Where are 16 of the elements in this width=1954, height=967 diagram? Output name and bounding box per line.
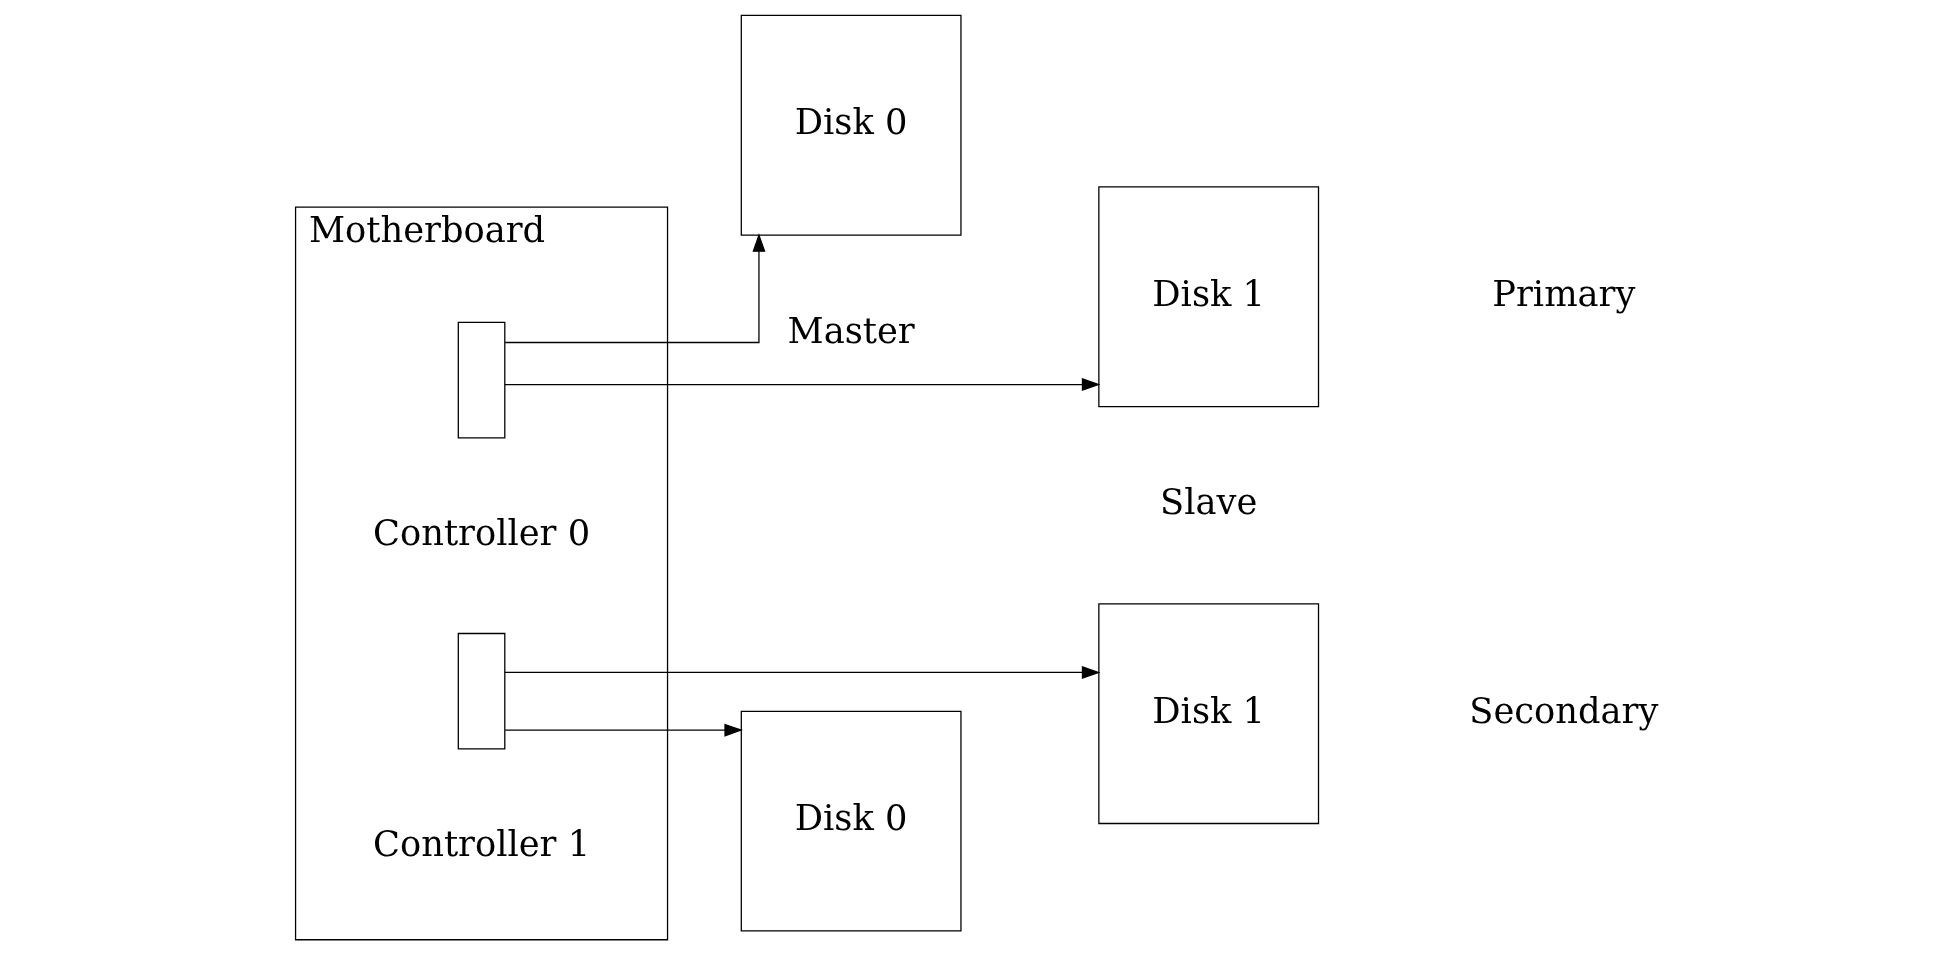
label: Slave [1160,480,1258,522]
label: Master [787,309,915,351]
label: Primary [1492,272,1636,314]
node-box: Disk 0 [740,14,962,236]
arrow [504,665,1101,679]
arrow [504,232,766,343]
arrow [504,377,1101,391]
node-box: Disk 1 [1098,602,1320,824]
node-box: Disk 1 [1098,185,1320,407]
node-label: Controller 0 [372,511,591,553]
label: Secondary [1469,689,1659,731]
node-box [457,632,506,750]
node-label: Controller 1 [372,822,591,864]
node-box: Disk 0 [740,710,962,932]
arrow [504,723,743,737]
node-box [457,321,506,439]
